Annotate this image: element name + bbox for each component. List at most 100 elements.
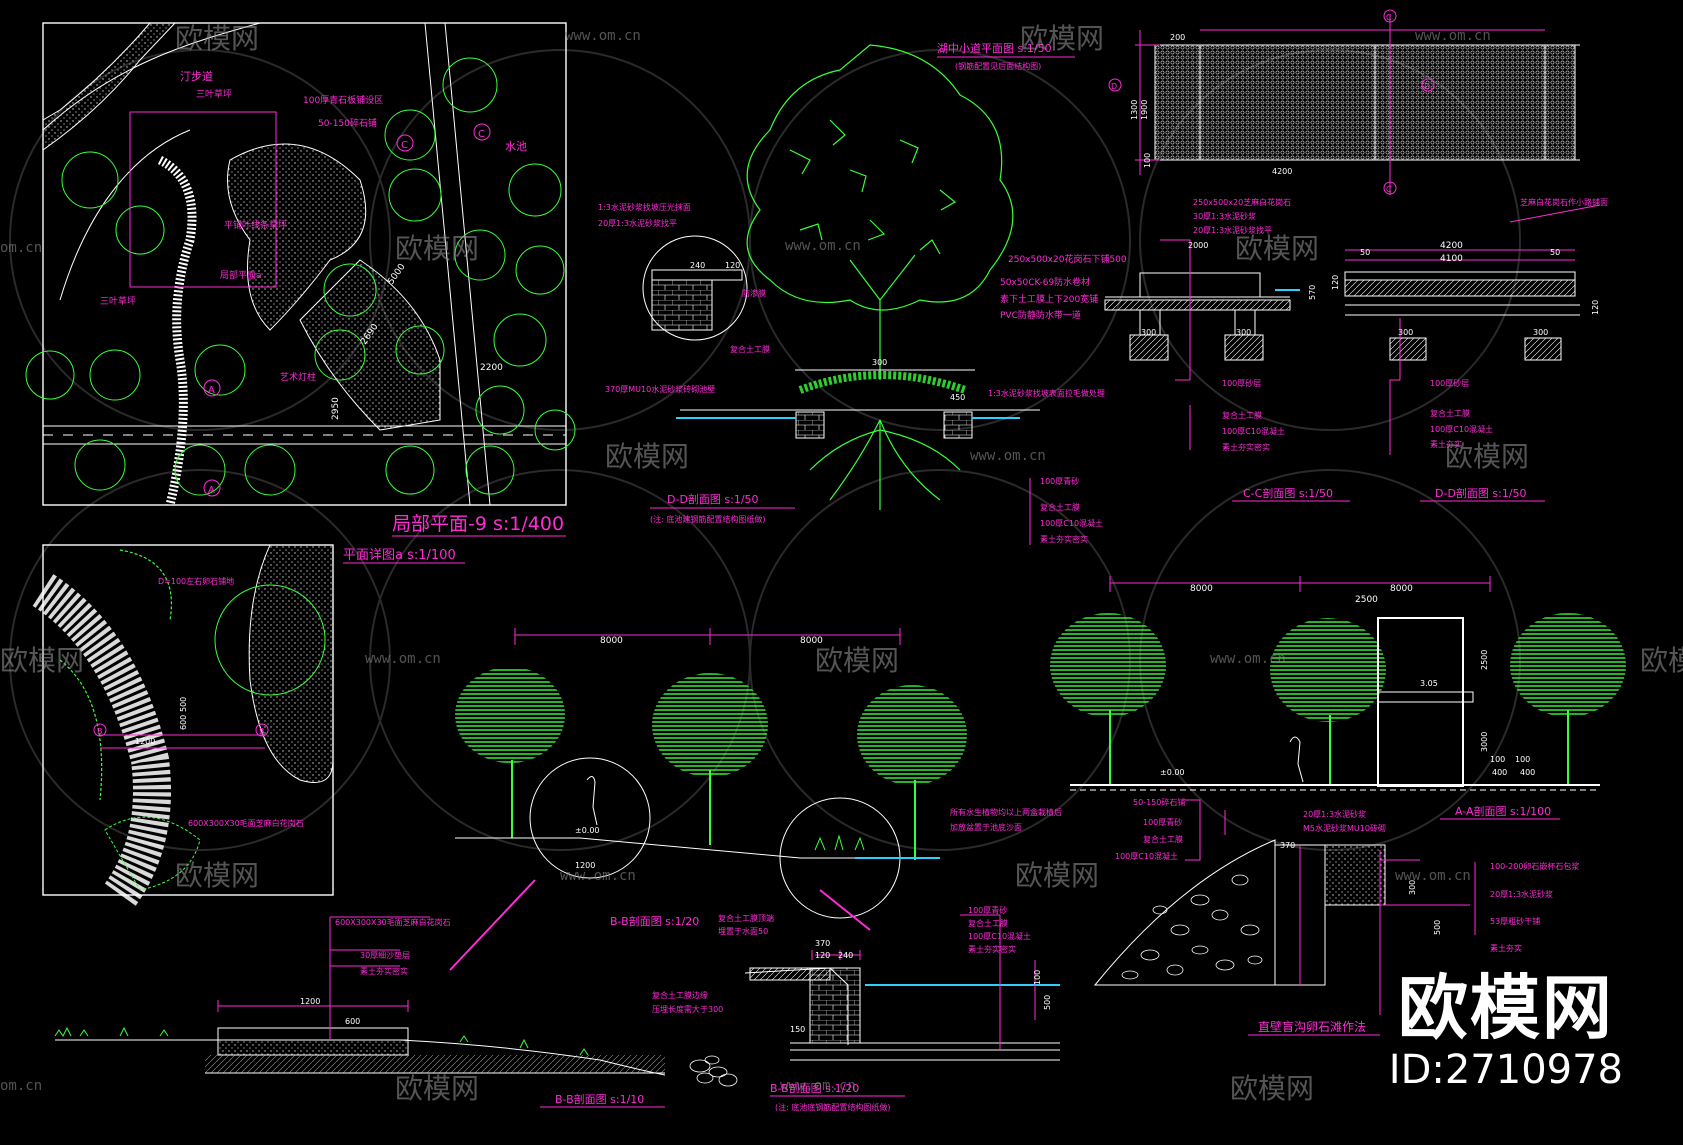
dd-section-right-panel: 芝麻白花岗石作小路铺面 4200 4100 50 50 300 300 100厚…: [1331, 197, 1608, 502]
dd-right-label: 芝麻白花岗石作小路铺面: [1520, 197, 1608, 207]
dd-left-label: 1:3水泥砂浆找坡表面拉毛做处理: [988, 388, 1105, 398]
watermark-brand: 欧模网: [0, 644, 84, 677]
dd-right-dim: 4200: [1440, 241, 1463, 251]
plan9-label: 50-150碎石铺: [318, 117, 377, 129]
dd-right-dim: 300: [1398, 328, 1413, 337]
plan9-dim: 5000: [386, 262, 407, 287]
watermark-brand: 欧模网: [395, 232, 479, 265]
watermark-url: www.om.cn: [1395, 868, 1471, 884]
plan-a-label: D=100左右卵石铺地: [158, 576, 234, 586]
bb-tree-dim: 8000: [800, 636, 823, 646]
cc-dim: 300: [1236, 328, 1251, 337]
bb-mid-label: 100厚青砂: [968, 905, 1007, 915]
cc-label: 复合土工膜: [1222, 410, 1262, 420]
dd-left-label: 复合土工膜: [730, 344, 770, 354]
plan9-label: 平铺叶线条草坪: [224, 219, 287, 231]
dd-left-note: (注: 底池建钢筋配置结构图纸做): [650, 514, 765, 524]
watermark-url: om.cn: [0, 240, 42, 256]
pebble-wall-panel: 50-150碎石铺 100厚青砂 复合土工膜 100厚C10混凝土 20厚1:3…: [1093, 797, 1579, 1036]
cc-label: 20厚1:3水泥砂浆找平: [1193, 225, 1272, 235]
bb-mid-title: B-B剖面图 s:1/20: [770, 1081, 859, 1095]
watermark-brand: 欧模网: [815, 644, 899, 677]
wall-label: 100-200卵石嵌杯石包浆: [1490, 861, 1579, 871]
plan9-markers: [203, 123, 491, 497]
plan-9-panel: C C A A 汀步道 三叶草坪 100厚青石板铺设区 50-150碎石铺 平铺…: [25, 22, 576, 537]
aa-dim: 3000: [1480, 732, 1489, 752]
dd-right-dim: 300: [1533, 328, 1548, 337]
plan9-marker: C: [478, 129, 485, 140]
wall-label: 53厚粗砂干铺: [1490, 916, 1540, 926]
wall-label: 复合土工膜: [1143, 834, 1183, 844]
plan9-label: 100厚青石板铺设区: [303, 94, 383, 106]
cc-label: 30厚1:3水泥砂浆: [1193, 211, 1256, 221]
watermark-url: om.cn: [0, 1078, 42, 1094]
bb-left-dim: 1200: [300, 997, 320, 1006]
bb-mid-label: 复合土工膜边缘: [652, 990, 708, 1000]
aa-dim: 100: [1515, 755, 1530, 764]
watermark-brand: 欧模网: [1230, 1072, 1314, 1105]
watermark-url: www.om.cn: [780, 1078, 856, 1094]
plan-a-panel: B B D=100左右卵石铺地 600X300X30毛面芝麻白花岗石 1200 …: [32, 544, 465, 907]
plan9-label: 水池: [505, 140, 527, 153]
bb-mid-label: 素土夯实密实: [968, 944, 1016, 954]
path-plan-title: 湖中小道平面图 s:1/50: [937, 41, 1052, 55]
aa-dim: 8000: [1190, 584, 1213, 594]
bb-section-mid-panel: 复合土工膜顶端 埋置于水面50 复合土工膜边缘 压埋长度需大于300 370 1…: [610, 905, 1060, 1112]
path-plan-dim: 4200: [1272, 167, 1292, 176]
bb-left-title: B-B剖面图 s:1/10: [555, 1092, 644, 1106]
plan9-label: 艺术灯柱: [280, 371, 316, 383]
watermark-url: www.om.cn: [1210, 651, 1286, 667]
stamp-brand: 欧模网: [1397, 967, 1614, 1049]
watermark-brand: 欧模网: [175, 22, 259, 55]
cc-label: 250x500x20芝麻白花岗石: [1193, 197, 1291, 207]
dd-left-label: 370厚MU10水泥砂浆砖砌池壁: [605, 384, 715, 394]
cc-title: C-C剖面图 s:1/50: [1243, 486, 1333, 500]
path-plan-dim: 1300: [1130, 100, 1139, 120]
bb-mid-label: 复合土工膜: [968, 918, 1008, 928]
dd-right-label: 100厚砂层: [1430, 378, 1469, 388]
plan9-marker: A: [208, 385, 215, 396]
path-plan-marker: C: [1386, 185, 1392, 194]
bb-left-label: 素土夯实密实: [360, 966, 408, 976]
dd-left-dim: 300: [872, 358, 887, 367]
plan-a-dim: 500: [179, 697, 188, 712]
cc-label: 250x500x20花岗石下铺500: [1008, 253, 1127, 265]
wall-label: 50-150碎石铺: [1133, 797, 1185, 807]
aa-dim: 400: [1492, 768, 1507, 777]
bb-mid-dim: 500: [1043, 995, 1052, 1010]
wall-title: 直壁盲沟卵石滩作法: [1258, 1019, 1366, 1034]
plan9-marker: A: [208, 485, 215, 496]
watermark-brand: 欧模网: [605, 440, 689, 473]
wall-label: 20厚1:3水泥砂浆: [1490, 889, 1553, 899]
aa-dim: 2500: [1480, 650, 1489, 670]
dd-left-dim: 450: [950, 393, 965, 402]
dd-left-dim: 120: [725, 261, 740, 270]
plan-a-label: 600X300X30毛面芝麻白花岗石: [188, 818, 304, 828]
aa-dim: 400: [1520, 768, 1535, 777]
plan-a-marker: B: [259, 727, 265, 736]
cc-dim: 300: [1141, 328, 1156, 337]
wall-dim: 300: [1408, 880, 1417, 895]
bb-left-dim: 600: [345, 1017, 360, 1026]
dd-right-dim: 4100: [1440, 254, 1463, 264]
watermark-brand: 欧模网: [1015, 859, 1099, 892]
dd-left-title: D-D剖面图 s:1/50: [667, 492, 759, 506]
dd-left-dim: 240: [690, 261, 705, 270]
dd-left-label: 素土夯实密实: [1040, 534, 1088, 544]
plan9-title: 局部平面-9 s:1/400: [392, 513, 564, 535]
dd-left-label: 100厚C10混凝土: [1040, 518, 1103, 528]
plan9-label: 汀步道: [180, 69, 213, 83]
wall-label: 素土夯实: [1490, 943, 1522, 953]
bb-mid-note: (注: 底池底钢筋配置结构图纸做): [775, 1102, 890, 1112]
aa-dim: 100: [1490, 755, 1505, 764]
cc-label: 素土夯实密实: [1222, 442, 1270, 452]
bb-section-left-panel: 600X300X30毛面芝麻白花岗石 30厚细沙垫层 素土夯实密实 1200 6…: [54, 916, 738, 1108]
plan-a-dim: 600: [179, 715, 188, 730]
watermark-url: www.om.cn: [560, 868, 636, 884]
aa-dim: 8000: [1390, 584, 1413, 594]
dd-left-label: 复合土工膜: [1040, 502, 1080, 512]
path-plan-note: (钢筋配置见后面结构图): [955, 61, 1041, 71]
bb-mid-label: 埋置于水面50: [718, 926, 768, 936]
cc-dim: 2000: [1188, 241, 1208, 250]
